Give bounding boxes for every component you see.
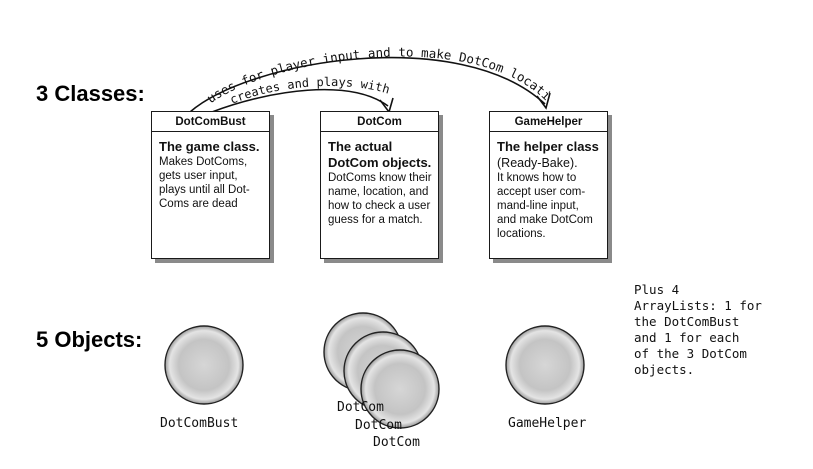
creates-arrow [211,88,389,113]
note-line: ArrayLists: 1 for [634,298,762,313]
class-description: The game class. Makes DotComs, gets user… [152,132,269,211]
object-label-dotcom-1: DotCom [337,400,384,415]
classes-heading: 3 Classes: [36,81,145,106]
class-name: DotCom [321,112,438,132]
object-label-gamehelper: GameHelper [508,416,587,431]
class-lead: The game class. [159,139,260,154]
class-name: DotComBust [152,112,269,132]
class-desc-line: plays until all Dot- [159,184,250,196]
dotcom-object-sphere-3 [360,349,440,429]
class-desc-line: (Ready-Bake). [497,156,578,170]
class-desc-line: gets user input, [159,170,238,182]
class-desc-line: Makes DotComs, [159,156,248,168]
class-box-dotcom: DotCom The actual DotCom objects. DotCom… [320,111,439,259]
class-name: GameHelper [490,112,607,132]
class-desc-line: mand-line input, [497,200,579,212]
dotcombust-object-sphere [164,325,244,405]
note-line: Plus 4 [634,282,680,297]
note-line: and 1 for each [634,330,740,345]
class-lead: The actual [328,139,393,154]
class-lead: The helper class [497,139,599,154]
class-desc-line: It knows how to [497,172,577,184]
class-lead: DotCom objects. [328,155,432,170]
object-label-dotcom-3: DotCom [373,435,420,450]
class-box-gamehelper: GameHelper The helper class (Ready-Bake)… [489,111,608,259]
class-desc-line: and make DotCom [497,214,593,226]
class-desc-line: accept user com- [497,186,586,198]
uses-arrow [189,56,546,113]
class-box-dotcombust: DotComBust The game class. Makes DotComs… [151,111,270,259]
class-desc-line: how to check a user [328,200,431,212]
class-desc-line: name, location, and [328,186,429,198]
object-label-dotcom-2: DotCom [355,418,402,433]
arraylist-note: Plus 4 ArrayLists: 1 for the DotComBust … [634,282,762,378]
note-line: objects. [634,362,695,377]
class-description: The actual DotCom objects. DotComs know … [321,132,438,227]
class-desc-line: locations. [497,228,546,240]
gamehelper-object-sphere [505,325,585,405]
note-line: of the 3 DotCom [634,346,747,361]
uses-arrowhead [536,92,551,110]
objects-heading: 5 Objects: [36,327,143,352]
class-desc-line: DotComs know their [328,172,432,184]
class-desc-line: Coms are dead [159,198,238,210]
class-desc-line: guess for a match. [328,214,423,226]
object-label-dotcombust: DotComBust [160,416,239,431]
class-description: The helper class (Ready-Bake). It knows … [490,132,607,241]
note-line: the DotComBust [634,314,740,329]
